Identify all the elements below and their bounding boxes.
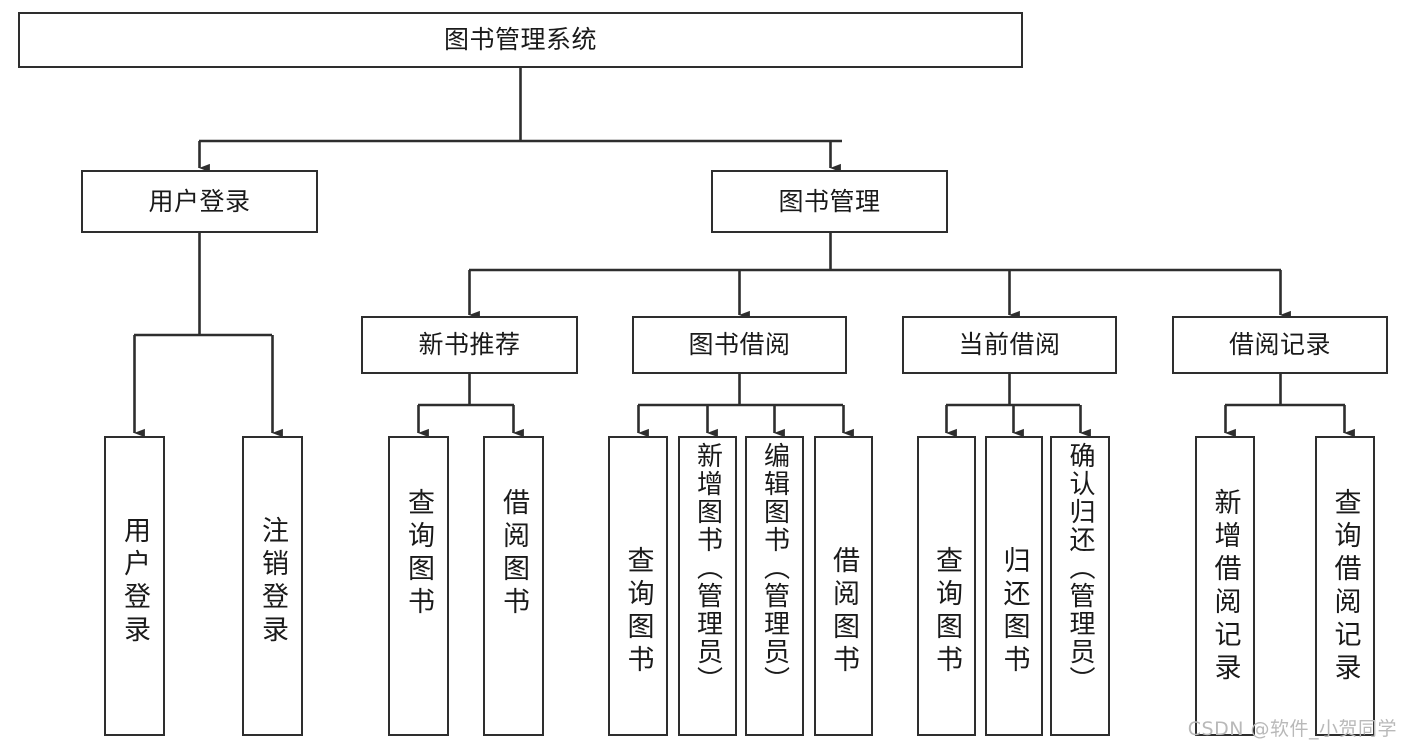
node-new-book-rec[interactable]: 新书推荐 [361,316,578,374]
node-root-label: 图书管理系统 [443,25,597,54]
node-leaf-query-book-3-label: 查询图书 [931,546,962,678]
node-leaf-query-book-2[interactable]: 查询图书 [608,436,668,736]
node-user-login-label: 用户登录 [148,186,251,216]
node-leaf-add-record-label: 新增借阅记录 [1209,488,1241,686]
node-leaf-query-book-1-label: 查询图书 [403,488,434,620]
node-book-borrow[interactable]: 图书借阅 [632,316,847,374]
node-leaf-query-record-label: 查询借阅记录 [1329,488,1361,686]
node-leaf-logout[interactable]: 注销登录 [242,436,303,736]
node-leaf-query-book-1[interactable]: 查询图书 [388,436,449,736]
node-leaf-query-book-3[interactable]: 查询图书 [917,436,976,736]
node-book-manage-label: 图书管理 [778,186,881,216]
node-leaf-borrow-book-1-label: 借阅图书 [498,488,529,620]
node-leaf-query-record[interactable]: 查询借阅记录 [1315,436,1375,736]
node-leaf-borrow-book-2[interactable]: 借阅图书 [814,436,873,736]
node-leaf-add-book-label: 新增图书（管理员） [692,442,723,694]
node-leaf-confirm-return[interactable]: 确认归还（管理员） [1050,436,1110,736]
node-leaf-edit-book[interactable]: 编辑图书（管理员） [745,436,804,736]
node-root[interactable]: 图书管理系统 [18,12,1023,68]
node-leaf-edit-book-label: 编辑图书（管理员） [759,442,790,694]
node-leaf-confirm-return-label: 确认归还（管理员） [1065,442,1095,694]
node-current-borrow[interactable]: 当前借阅 [902,316,1117,374]
node-leaf-borrow-book-1[interactable]: 借阅图书 [483,436,544,736]
node-book-manage[interactable]: 图书管理 [711,170,948,233]
node-borrow-record[interactable]: 借阅记录 [1172,316,1388,374]
node-leaf-user-login[interactable]: 用户登录 [104,436,165,736]
node-borrow-record-label: 借阅记录 [1228,330,1331,359]
node-leaf-logout-label: 注销登录 [257,516,288,648]
node-leaf-return-book[interactable]: 归还图书 [985,436,1043,736]
node-leaf-add-book[interactable]: 新增图书（管理员） [678,436,737,736]
node-user-login[interactable]: 用户登录 [81,170,318,233]
node-new-book-rec-label: 新书推荐 [418,330,521,359]
node-book-borrow-label: 图书借阅 [688,330,791,359]
watermark-text: CSDN @软件_小贺同学 [1187,718,1397,740]
node-leaf-add-record[interactable]: 新增借阅记录 [1195,436,1255,736]
node-leaf-borrow-book-2-label: 借阅图书 [828,546,859,678]
node-leaf-return-book-label: 归还图书 [998,546,1030,678]
node-leaf-user-login-label: 用户登录 [119,516,150,648]
node-leaf-query-book-2-label: 查询图书 [622,546,654,678]
node-current-borrow-label: 当前借阅 [958,330,1061,359]
